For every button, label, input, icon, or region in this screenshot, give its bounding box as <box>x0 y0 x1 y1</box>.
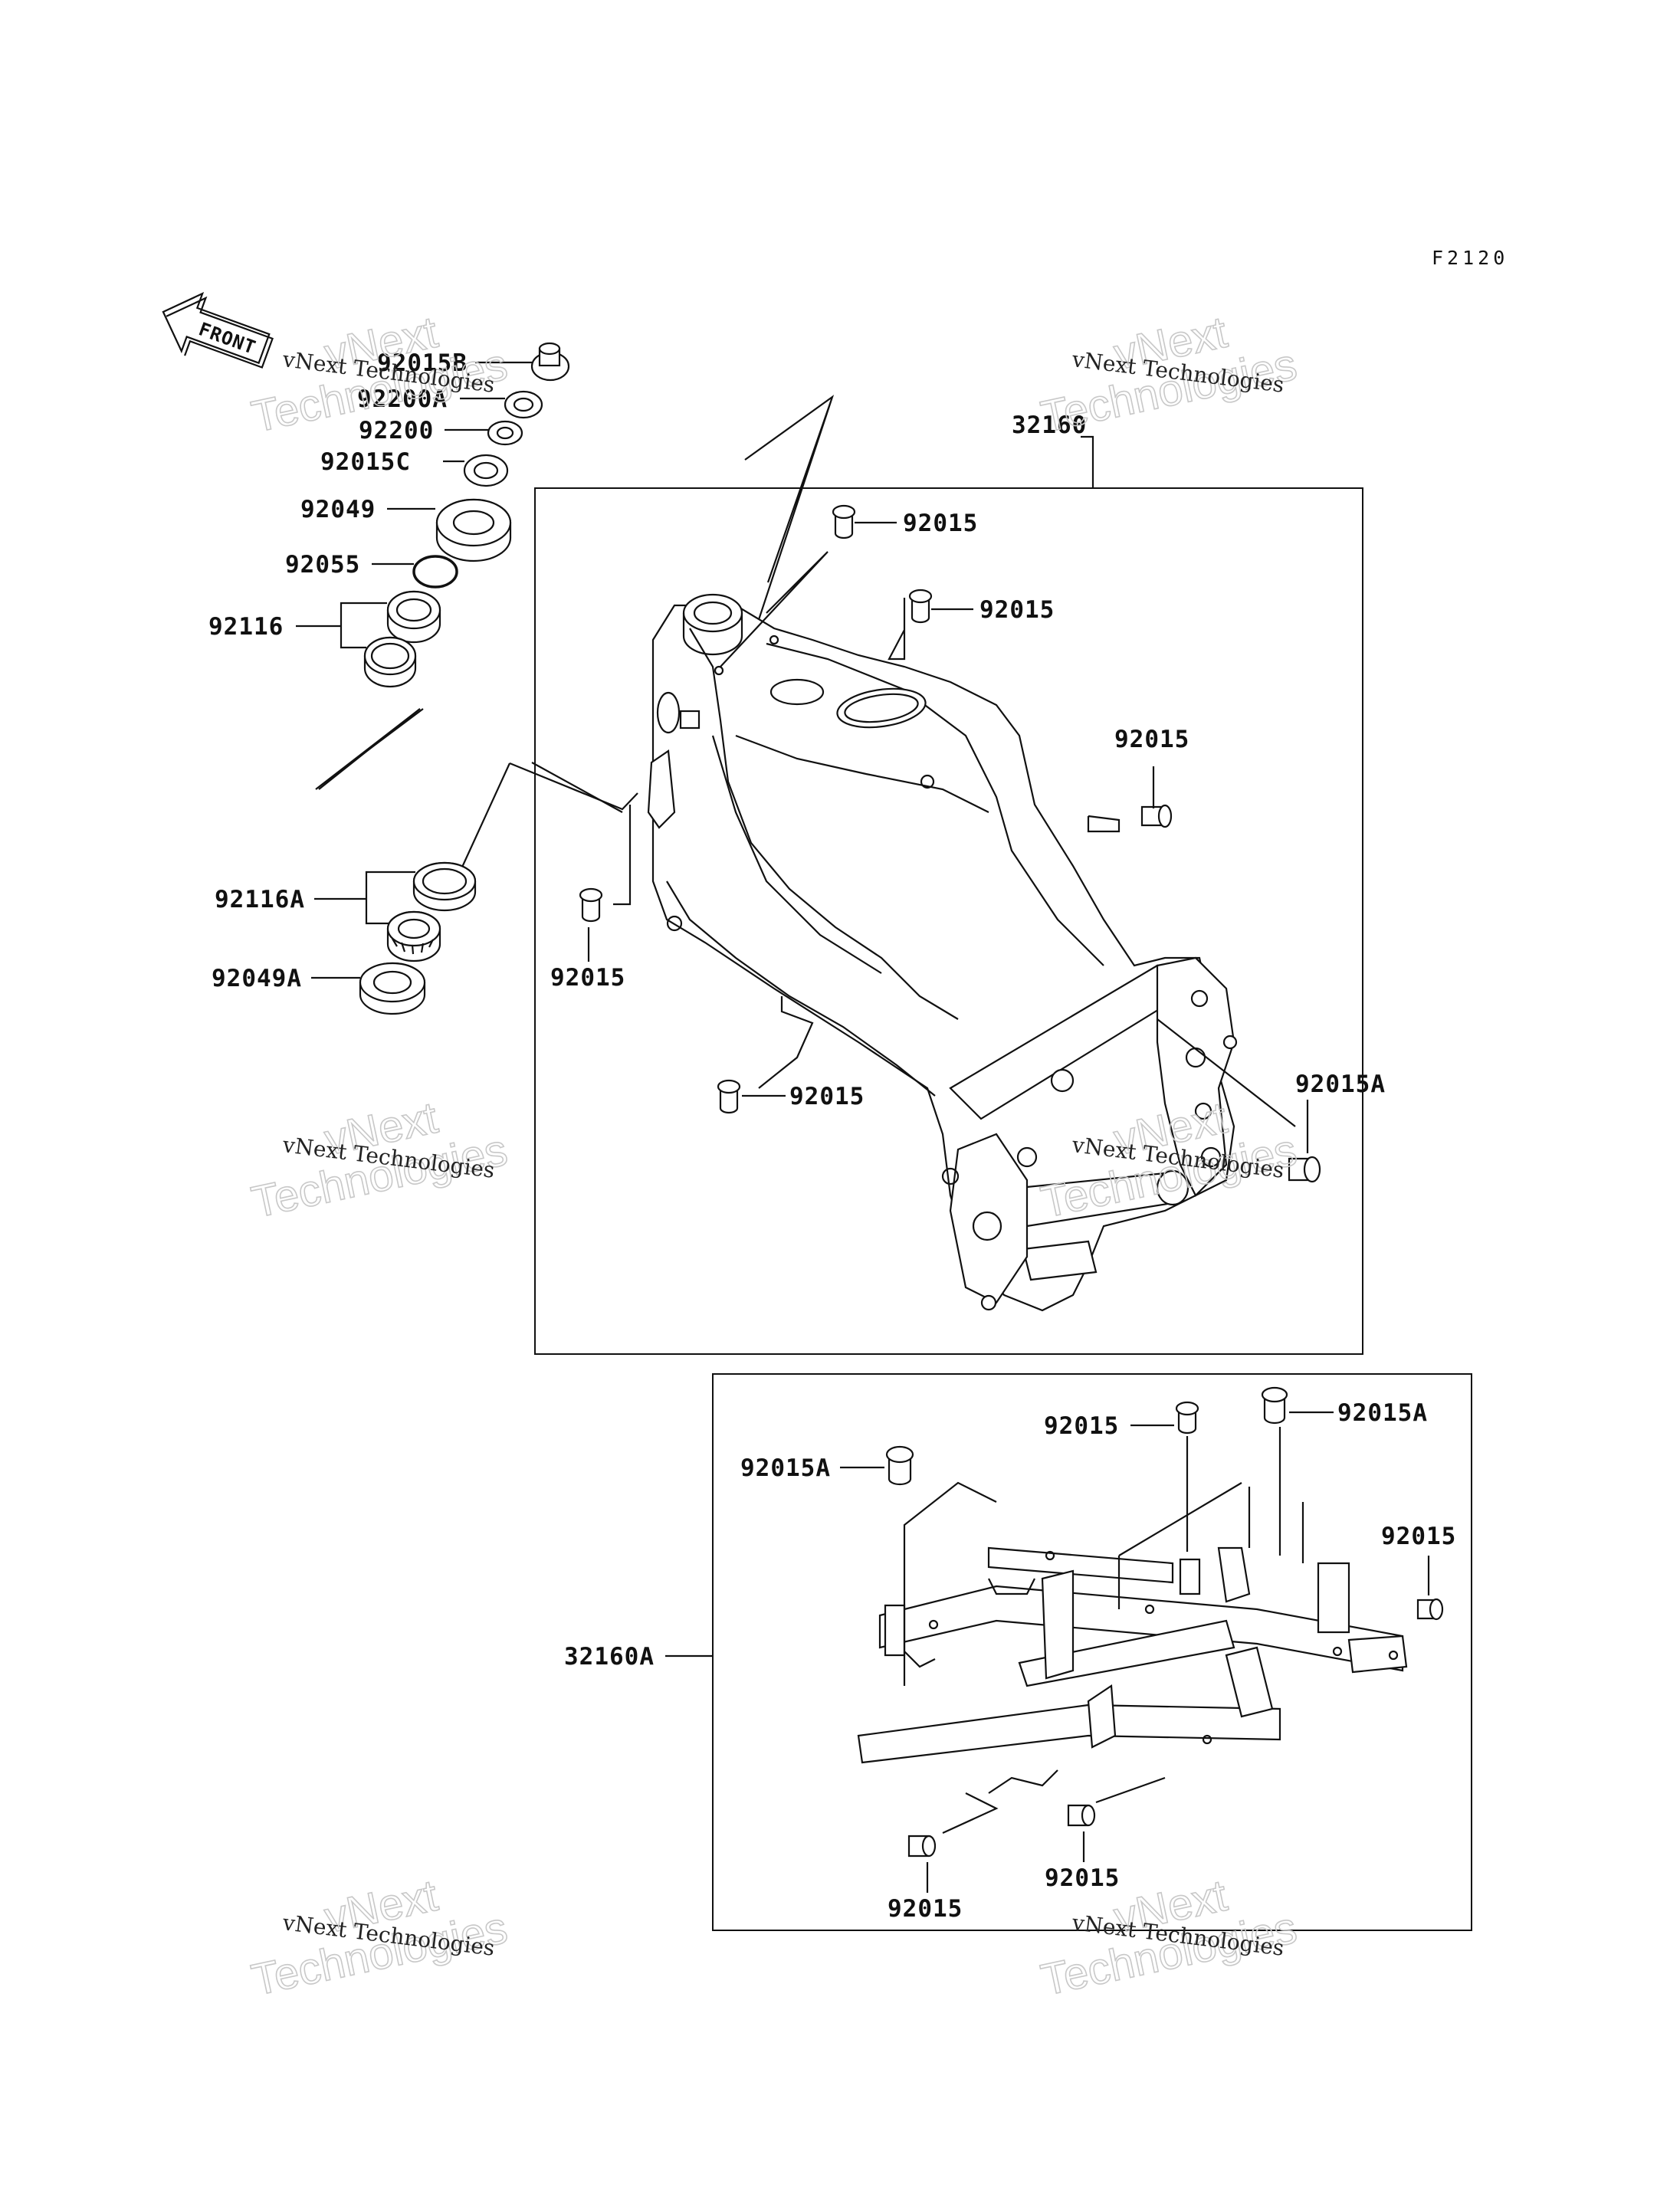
subframe-fasteners: 92015 92015A 92015A 92015 92015 <box>740 1386 1456 1923</box>
rivet-92015-sub-top-icon <box>1175 1401 1199 1435</box>
label-92015-sub-br: 92015 <box>1045 1864 1120 1892</box>
label-92015C: 92015C <box>320 448 411 476</box>
label-92015-sub-right: 92015 <box>1381 1523 1456 1550</box>
label-92200: 92200 <box>359 417 434 444</box>
o-ring-92055-icon <box>412 555 458 589</box>
label-92015A-sub-left: 92015A <box>740 1454 831 1482</box>
label-92049A: 92049A <box>212 965 302 992</box>
label-32160: 32160 <box>1012 412 1087 439</box>
steering-head-parts: 92015B 92200A 92200 92015C 92049 <box>208 342 835 1015</box>
label-92116A: 92116A <box>215 886 305 913</box>
label-92015-b: 92015 <box>979 596 1055 624</box>
label-92015-sub-bl: 92015 <box>888 1895 963 1923</box>
rivet-92015-sub-right-icon <box>1416 1598 1444 1621</box>
front-arrow-icon: FRONT <box>162 291 274 369</box>
label-92015A: 92015A <box>1295 1071 1386 1098</box>
washer-92200A-icon <box>504 390 543 419</box>
bearing-92116-icon <box>363 590 441 688</box>
frame-fasteners: 92015 92015 92015 92015 92015 <box>550 504 1386 1183</box>
nut-92015C-icon <box>463 454 509 487</box>
seal-92049-icon <box>435 498 512 562</box>
subframe-group-box <box>712 1373 1472 1931</box>
taper-bearing-icon <box>386 910 441 962</box>
rivet-92015-c-icon <box>1140 804 1173 828</box>
rivet-92015-d-icon <box>579 887 603 923</box>
collar-92015A-sub-right-icon <box>1261 1386 1288 1425</box>
washer-92200-icon <box>487 420 523 446</box>
label-92015B: 92015B <box>377 349 468 377</box>
label-92015-a: 92015 <box>903 510 978 537</box>
frame-group-box <box>534 487 1363 1355</box>
subframe-icon <box>857 1481 1408 1794</box>
label-92015-d: 92015 <box>550 964 625 992</box>
main-frame-icon <box>613 551 1296 1312</box>
bearing-race-92116A-icon <box>412 861 477 912</box>
seal-92049A-icon <box>359 962 426 1015</box>
rivet-92015-sub-br-icon <box>1067 1804 1096 1827</box>
label-92015-c: 92015 <box>1114 726 1189 753</box>
plug-92015B-icon <box>530 342 570 382</box>
collar-92015A-sub-left-icon <box>885 1445 914 1486</box>
label-32160A: 32160A <box>564 1643 655 1671</box>
label-92015-e: 92015 <box>789 1083 865 1110</box>
rivet-92015-a-icon <box>832 504 856 539</box>
label-92055: 92055 <box>285 551 360 579</box>
label-92116: 92116 <box>208 613 284 641</box>
label-92015-sub-top: 92015 <box>1044 1412 1119 1440</box>
rivet-92015-b-icon <box>908 589 933 624</box>
label-92200A: 92200A <box>357 385 448 413</box>
label-92049: 92049 <box>300 496 376 523</box>
watermark: vNext Technologies vNext Technologies vN… <box>247 307 1301 2006</box>
rivet-92015-e-icon <box>717 1079 741 1114</box>
collar-92015A-icon <box>1288 1156 1321 1183</box>
rivet-92015-sub-bl-icon <box>907 1835 937 1858</box>
diagram-code: F2120 <box>1432 247 1508 269</box>
label-92015A-sub-right: 92015A <box>1337 1399 1428 1427</box>
